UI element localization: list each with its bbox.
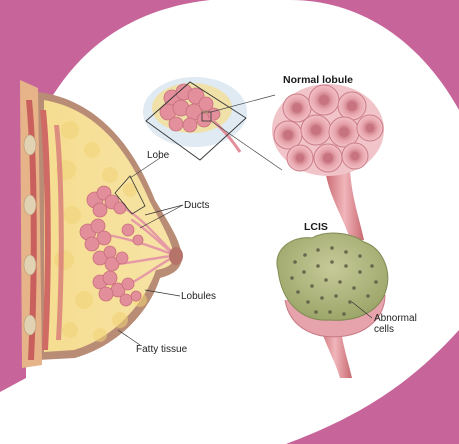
lcis-title: LCIS (304, 221, 328, 233)
lobe-label: Lobe (147, 150, 169, 161)
abnormal-cells-label-line1: Abnormal (374, 313, 417, 324)
ducts-label: Ducts (184, 200, 210, 211)
normal-lobule-title: Normal lobule (283, 74, 353, 86)
lobules-label: Lobules (181, 291, 216, 302)
abnormal-cells-label-line2: cells (374, 324, 394, 335)
fatty-tissue-label: Fatty tissue (136, 344, 187, 355)
